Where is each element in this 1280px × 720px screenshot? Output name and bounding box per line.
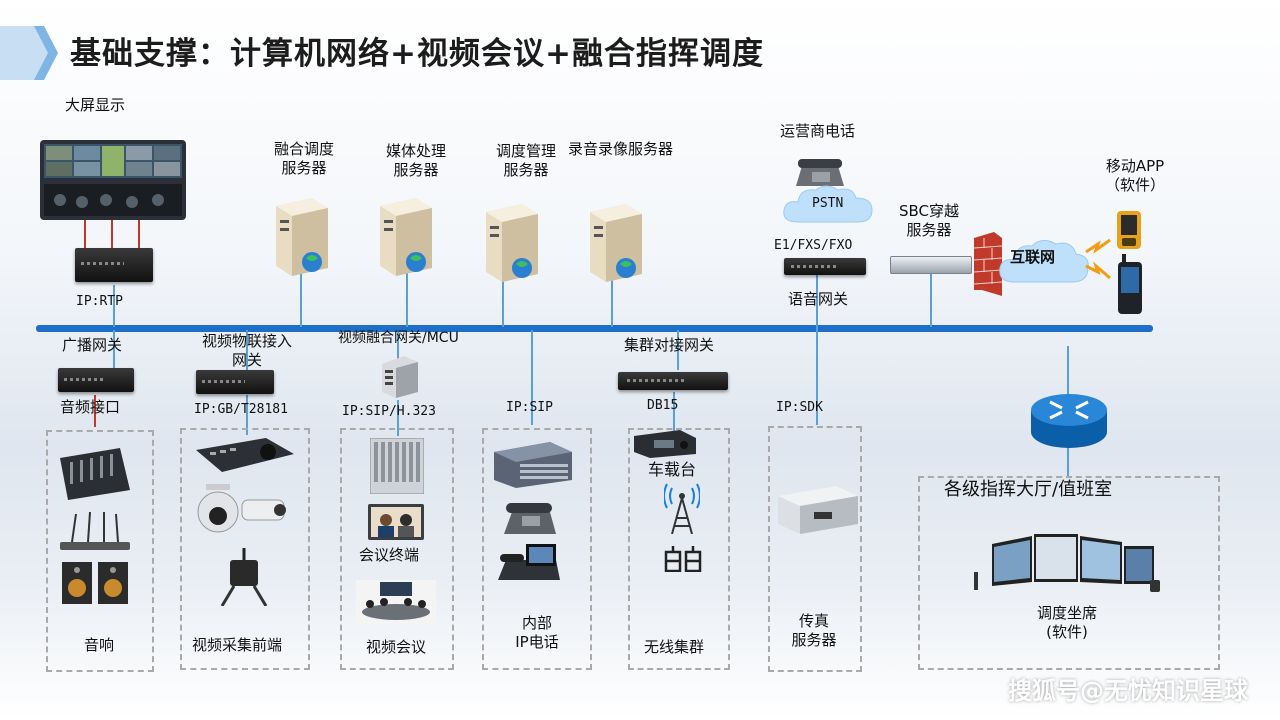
link-server-2: [406, 272, 408, 327]
sip-protocol-label: IP:SIP: [506, 400, 553, 415]
mobile-app-label: 移动APP（软件）: [1104, 157, 1165, 194]
link-server-1: [300, 272, 302, 327]
link-mcu-down: [397, 400, 399, 436]
carrier-label: 运营商电话: [780, 122, 856, 140]
speaker-icon: [62, 562, 128, 604]
ip-phone-icon: [504, 503, 556, 534]
link-mcu: [397, 330, 399, 360]
handheld-radios-icon: [664, 546, 702, 572]
mobile-surveillance-icon: [220, 548, 268, 606]
video-wall-icon: [40, 140, 186, 220]
link-trunk-down: [673, 392, 675, 432]
link-trunk: [677, 330, 679, 370]
voice-gateway-label: 语音网关: [788, 290, 849, 308]
link-display: [113, 285, 115, 327]
ip-phone-group: [482, 428, 592, 670]
db15-label: DB15: [647, 398, 679, 413]
network-backbone: [36, 325, 1153, 332]
broadcast-gateway-label: 广播网关: [62, 336, 123, 354]
video-phone-icon: [498, 544, 560, 580]
server-icon: [380, 198, 432, 276]
trunk-gateway-label: 集群对接网关: [624, 336, 715, 354]
server-icon: [486, 204, 538, 282]
wireless-signal-icon: [1085, 238, 1111, 280]
display-cable-3: [138, 220, 140, 250]
title-chevron-icon: [0, 26, 58, 80]
fax-server-icon: [778, 486, 858, 534]
conference-terminal-icon: [368, 504, 424, 540]
voice-gateway-icon: [784, 258, 866, 275]
conference-room-icon: [356, 580, 436, 624]
audio-label: 音响: [84, 636, 115, 654]
mcu-device-icon: [382, 356, 418, 398]
mcu-chassis-icon: [370, 438, 424, 494]
fax-group: [768, 426, 862, 672]
display-ip-label: IP:RTP: [76, 294, 123, 309]
display-controller-icon: [75, 248, 153, 282]
microphone-icon: [60, 511, 130, 550]
sbc-label: SBC穿越服务器: [898, 202, 960, 239]
rugged-phone-icon: [1117, 211, 1141, 249]
handheld-terminal-icon: [1118, 254, 1142, 314]
audio-group: [46, 430, 154, 672]
video-capture-group: [180, 428, 310, 670]
conference-label: 视频会议: [366, 638, 427, 656]
ippbx-chassis-icon: [494, 442, 572, 488]
video-capture-label: 视频采集前端: [192, 636, 283, 654]
link-iot-down: [246, 395, 248, 435]
internet-label: 互联网: [1010, 248, 1056, 266]
display-label: 大屏显示: [65, 96, 126, 114]
conference-terminal-label: 会议终端: [359, 546, 420, 564]
link-iot: [246, 330, 248, 370]
firewall-icon: [974, 232, 1002, 296]
server-3-label: 调度管理服务器: [495, 142, 556, 179]
command-hall-title: 各级指挥大厅/值班室: [944, 479, 1113, 500]
audio-cable: [94, 395, 96, 427]
vehicle-radio-label: 车载台: [648, 460, 697, 479]
server-icon: [276, 198, 328, 276]
pstn-label: PSTN: [812, 196, 844, 211]
camera-icon: [197, 484, 286, 533]
iot-gateway-icon: [196, 370, 274, 394]
pstn-cloud-icon: [783, 185, 873, 223]
audio-port-label: 音频接口: [60, 398, 121, 416]
display-cable-2: [111, 220, 113, 250]
router-icon: [1031, 394, 1107, 448]
audio-mixer-icon: [60, 448, 130, 500]
conference-group: [340, 428, 454, 670]
watermark: 搜狐号@无忧知识星球: [1008, 677, 1248, 705]
server-2-label: 媒体处理服务器: [385, 142, 446, 179]
server-icon: [590, 204, 642, 282]
radio-tower-icon: [664, 483, 700, 534]
broadcast-gateway-icon: [58, 368, 134, 392]
dispatch-seat-label: 调度坐席(软件): [1036, 604, 1097, 641]
link-server-4: [611, 276, 613, 327]
link-sip: [531, 330, 533, 425]
voice-interfaces-label: E1/FXS/FXO: [774, 238, 853, 253]
server-1-label: 融合调度服务器: [273, 140, 334, 177]
sbc-device-icon: [890, 256, 972, 274]
dispatch-console-icon: [974, 534, 1160, 592]
vehicle-radio-icon: [634, 430, 696, 458]
server-4-label: 录音录像服务器: [568, 140, 674, 158]
ptz-keyboard-icon: [196, 438, 294, 472]
link-voice-gateway: [816, 273, 818, 425]
command-hall-group: [918, 476, 1220, 670]
desk-phone-icon: [796, 159, 844, 186]
iot-gateway-label: 视频物联接入网关: [201, 332, 292, 369]
mcu-protocol-label: IP:SIP/H.323: [342, 404, 436, 419]
iot-protocol-label: IP:GB/T28181: [194, 402, 288, 417]
mcu-label: 视频融合网关/MCU: [338, 330, 459, 346]
sdk-protocol-label: IP:SDK: [776, 400, 823, 415]
trunking-label: 无线集群: [644, 638, 705, 656]
trunking-group: [628, 428, 730, 670]
link-server-3: [502, 276, 504, 327]
trunk-gateway-icon: [618, 372, 728, 390]
link-sbc: [930, 272, 932, 327]
page-title: 基础支撑：计算机网络+视频会议+融合指挥调度: [70, 36, 764, 72]
display-cable-1: [84, 220, 86, 250]
link-broadcast: [113, 330, 115, 370]
fax-label: 传真服务器: [791, 612, 837, 649]
